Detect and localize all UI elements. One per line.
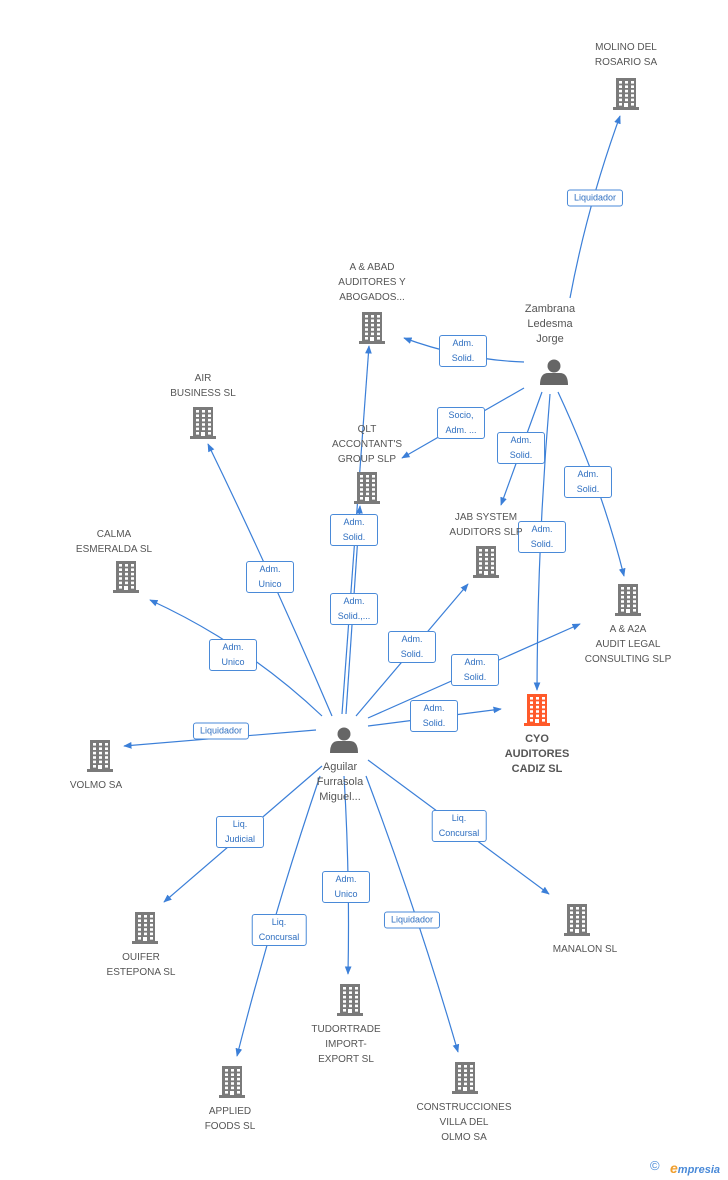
node-label-ouifer[interactable]: OUIFER ESTEPONA SL <box>81 950 201 980</box>
copyright-symbol: © <box>650 1158 660 1173</box>
edge-label-zambrana-jab[interactable]: Adm. Solid. <box>497 432 545 464</box>
node-label-volmo[interactable]: VOLMO SA <box>36 778 156 793</box>
node-label-line: GROUP SLP <box>337 454 397 465</box>
building-icon-construcciones[interactable] <box>452 1062 478 1094</box>
building-icon-manalon[interactable] <box>564 904 590 936</box>
person-icon-aguilar[interactable] <box>330 727 358 754</box>
edges-layer <box>123 115 626 1057</box>
edge-label-aguilar-tudortrade[interactable]: Adm. Unico <box>322 871 370 903</box>
node-label-line: CONSULTING SLP <box>584 654 672 665</box>
node-label-line: Ledesma <box>527 318 573 330</box>
node-label-air[interactable]: AIR BUSINESS SL <box>143 371 263 401</box>
edge-zambrana-molino <box>569 115 621 299</box>
node-label-line: OLMO SA <box>441 1132 487 1143</box>
node-label-line: ABOGADOS... <box>339 292 405 303</box>
building-icon-molino[interactable] <box>613 78 639 110</box>
brand-logo[interactable]: empresia <box>670 1160 720 1176</box>
node-label-line: MOLINO DEL <box>595 42 657 53</box>
node-label-tudortrade[interactable]: TUDORTRADE IMPORT- EXPORT SL <box>286 1022 406 1067</box>
node-label-molino[interactable]: MOLINO DEL ROSARIO SA <box>566 40 686 70</box>
building-icon-applied[interactable] <box>219 1066 245 1098</box>
building-icon-air[interactable] <box>190 407 216 439</box>
node-label-line: FOODS SL <box>204 1121 256 1132</box>
node-label-applied[interactable]: APPLIED FOODS SL <box>170 1104 290 1134</box>
node-label-line: OUIFER <box>122 952 160 963</box>
edge-label-aguilar-construcciones[interactable]: Liquidador <box>383 911 441 929</box>
node-label-manalon[interactable]: MANALON SL <box>525 942 645 957</box>
node-label-line: CONSTRUCCIONES <box>416 1102 512 1113</box>
nodes-layer <box>87 78 641 1098</box>
edge-label-zambrana-qlt[interactable]: Socio, Adm. ... <box>437 407 485 439</box>
person-icon-zambrana[interactable] <box>540 359 568 386</box>
node-label-line: CYO <box>525 733 549 745</box>
edge-label-aguilar-air[interactable]: Adm. Unico <box>246 561 294 593</box>
node-label-line: VOLMO SA <box>69 780 123 791</box>
node-label-line: MANALON SL <box>552 944 618 955</box>
node-label-line: Aguilar <box>322 761 358 773</box>
node-label-line: AUDIT LEGAL <box>595 639 661 650</box>
node-label-line: AUDITORES <box>504 748 570 760</box>
node-label-line: APPLIED <box>208 1106 252 1117</box>
edge-label-aguilar-ouifer[interactable]: Liq. Judicial <box>216 816 264 848</box>
node-label-line: EXPORT SL <box>318 1054 374 1065</box>
building-icon-jab[interactable] <box>473 546 499 578</box>
node-label-line: A & ABAD <box>349 262 395 273</box>
edge-label-aguilar-applied[interactable]: Liq. Concursal <box>251 914 307 946</box>
building-icon-aabad[interactable] <box>359 312 385 344</box>
node-label-line: AIR <box>194 373 212 384</box>
edge-label-aguilar-qlt[interactable]: Adm. Solid. <box>330 514 378 546</box>
edge-label-aguilar-a2a[interactable]: Adm. Solid. <box>451 654 499 686</box>
brand-initial: e <box>670 1160 678 1176</box>
node-label-line: Jorge <box>536 333 564 345</box>
node-label-line: A & A2A <box>609 624 647 635</box>
edge-label-zambrana-cyo[interactable]: Adm. Solid. <box>518 521 566 553</box>
edge-label-aguilar-volmo[interactable]: Liquidador <box>192 722 250 740</box>
building-icon-calma[interactable] <box>113 561 139 593</box>
node-label-line: ACCONTANT'S <box>331 439 403 450</box>
node-label-line: ESMERALDA SL <box>75 544 153 555</box>
node-label-qlt[interactable]: QLT ACCONTANT'S GROUP SLP <box>307 422 427 467</box>
building-icon-cyo[interactable] <box>524 694 550 726</box>
edge-label-aguilar-jab[interactable]: Adm. Solid. <box>388 631 436 663</box>
node-label-construcciones[interactable]: CONSTRUCCIONES VILLA DEL OLMO SA <box>404 1100 524 1145</box>
node-label-line: ESTEPONA SL <box>106 967 176 978</box>
edge-label-aguilar-cyo[interactable]: Adm. Solid. <box>410 700 458 732</box>
building-icon-volmo[interactable] <box>87 740 113 772</box>
node-label-line: IMPORT- <box>325 1039 367 1050</box>
node-label-line: BUSINESS SL <box>170 388 236 399</box>
building-icon-ouifer[interactable] <box>132 912 158 944</box>
building-icon-a2a[interactable] <box>615 584 641 616</box>
edge-label-aguilar-manalon[interactable]: Liq. Concursal <box>431 810 487 842</box>
node-label-cyo[interactable]: CYO AUDITORES CADIZ SL <box>477 732 597 777</box>
node-label-line: Furrasola <box>316 776 364 788</box>
edge-label-aguilar-calma[interactable]: Adm. Unico <box>209 639 257 671</box>
node-label-line: QLT <box>357 424 377 435</box>
edge-label-zambrana-a2a[interactable]: Adm. Solid. <box>564 466 612 498</box>
node-label-line: CADIZ SL <box>511 763 563 775</box>
node-label-line: Zambrana <box>524 303 576 315</box>
edge-label-aguilar-aabad[interactable]: Adm. Solid.,... <box>330 593 378 625</box>
edge-label-zambrana-molino[interactable]: Liquidador <box>566 189 624 207</box>
node-label-jab[interactable]: JAB SYSTEM AUDITORS SLP <box>426 510 546 540</box>
building-icon-qlt[interactable] <box>354 472 380 504</box>
node-label-line: AUDITORES Y <box>338 277 406 288</box>
building-icon-tudortrade[interactable] <box>337 984 363 1016</box>
brand-rest: mpresia <box>677 1164 720 1176</box>
node-label-a2a[interactable]: A & A2A AUDIT LEGAL CONSULTING SLP <box>568 622 688 667</box>
node-label-calma[interactable]: CALMA ESMERALDA SL <box>54 527 174 557</box>
node-label-line: ROSARIO SA <box>594 57 658 68</box>
edge-label-zambrana-aabad[interactable]: Adm. Solid. <box>439 335 487 367</box>
node-label-line: JAB SYSTEM <box>454 512 518 523</box>
node-label-aabad[interactable]: A & ABAD AUDITORES Y ABOGADOS... <box>312 260 432 305</box>
node-label-line: AUDITORS SLP <box>449 527 523 538</box>
node-label-line: CALMA <box>96 529 132 540</box>
node-label-line: Miguel... <box>319 791 361 803</box>
node-label-line: VILLA DEL <box>439 1117 489 1128</box>
node-label-line: TUDORTRADE <box>311 1024 381 1035</box>
